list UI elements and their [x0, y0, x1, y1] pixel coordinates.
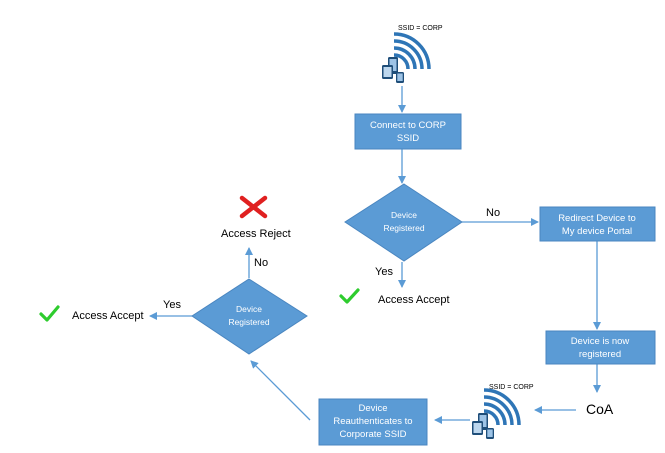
- wifi-top: SSID = CORP: [380, 25, 443, 85]
- edge-label-top-yes: Yes: [375, 266, 393, 278]
- edge-label-left-yes: Yes: [163, 299, 181, 311]
- wifi-devices-icon: [470, 388, 521, 441]
- decision-top-line2: Registered: [383, 223, 424, 233]
- access-accept-left-label: Access Accept: [72, 310, 144, 322]
- decision-left-line1: Device: [236, 304, 262, 314]
- wifi-bottom: SSID = CORP: [470, 384, 534, 441]
- now-registered-box: Device is now registered: [545, 330, 656, 365]
- wifi-devices-icon: [380, 32, 431, 85]
- connect-box-line2: SSID: [397, 133, 419, 144]
- connectors: [149, 86, 601, 424]
- reauth-box-line3: Corporate SSID: [339, 429, 406, 440]
- connect-box-line1: Connect to CORP: [370, 120, 446, 131]
- redirect-box-line1: Redirect Device to: [558, 213, 636, 224]
- edge-label-left-no: No: [254, 257, 268, 269]
- reauth-box: Device Reauthenticates to Corporate SSID: [318, 398, 428, 446]
- decision-left: Device Registered: [191, 278, 308, 355]
- coa-label: CoA: [586, 401, 614, 417]
- access-reject-label: Access Reject: [221, 228, 291, 240]
- arrow-reauth-to-decision: [250, 360, 311, 421]
- redirect-box: Redirect Device to My device Portal: [539, 206, 656, 242]
- now-registered-line2: registered: [579, 349, 621, 360]
- decision-top-line1: Device: [391, 210, 417, 220]
- access-reject: Access Reject: [221, 195, 291, 240]
- check-mark-icon: [39, 305, 60, 322]
- decision-top: Device Registered: [344, 183, 463, 262]
- redirect-box-line2: My device Portal: [562, 226, 632, 237]
- access-accept-mid-label: Access Accept: [378, 294, 450, 306]
- access-accept-mid: Access Accept: [339, 288, 450, 306]
- cross-mark-icon: [239, 195, 268, 219]
- ssid-label-bottom: SSID = CORP: [489, 384, 534, 391]
- check-mark-icon: [339, 288, 360, 304]
- ssid-label-top: SSID = CORP: [398, 25, 443, 32]
- now-registered-line1: Device is now: [571, 336, 630, 347]
- edge-label-top-no: No: [486, 207, 500, 219]
- reauth-box-line1: Device: [358, 403, 387, 414]
- connect-box: Connect to CORP SSID: [354, 113, 462, 150]
- decision-left-line2: Registered: [228, 317, 269, 327]
- reauth-box-line2: Reauthenticates to: [333, 416, 412, 427]
- access-accept-left: Access Accept: [39, 305, 144, 322]
